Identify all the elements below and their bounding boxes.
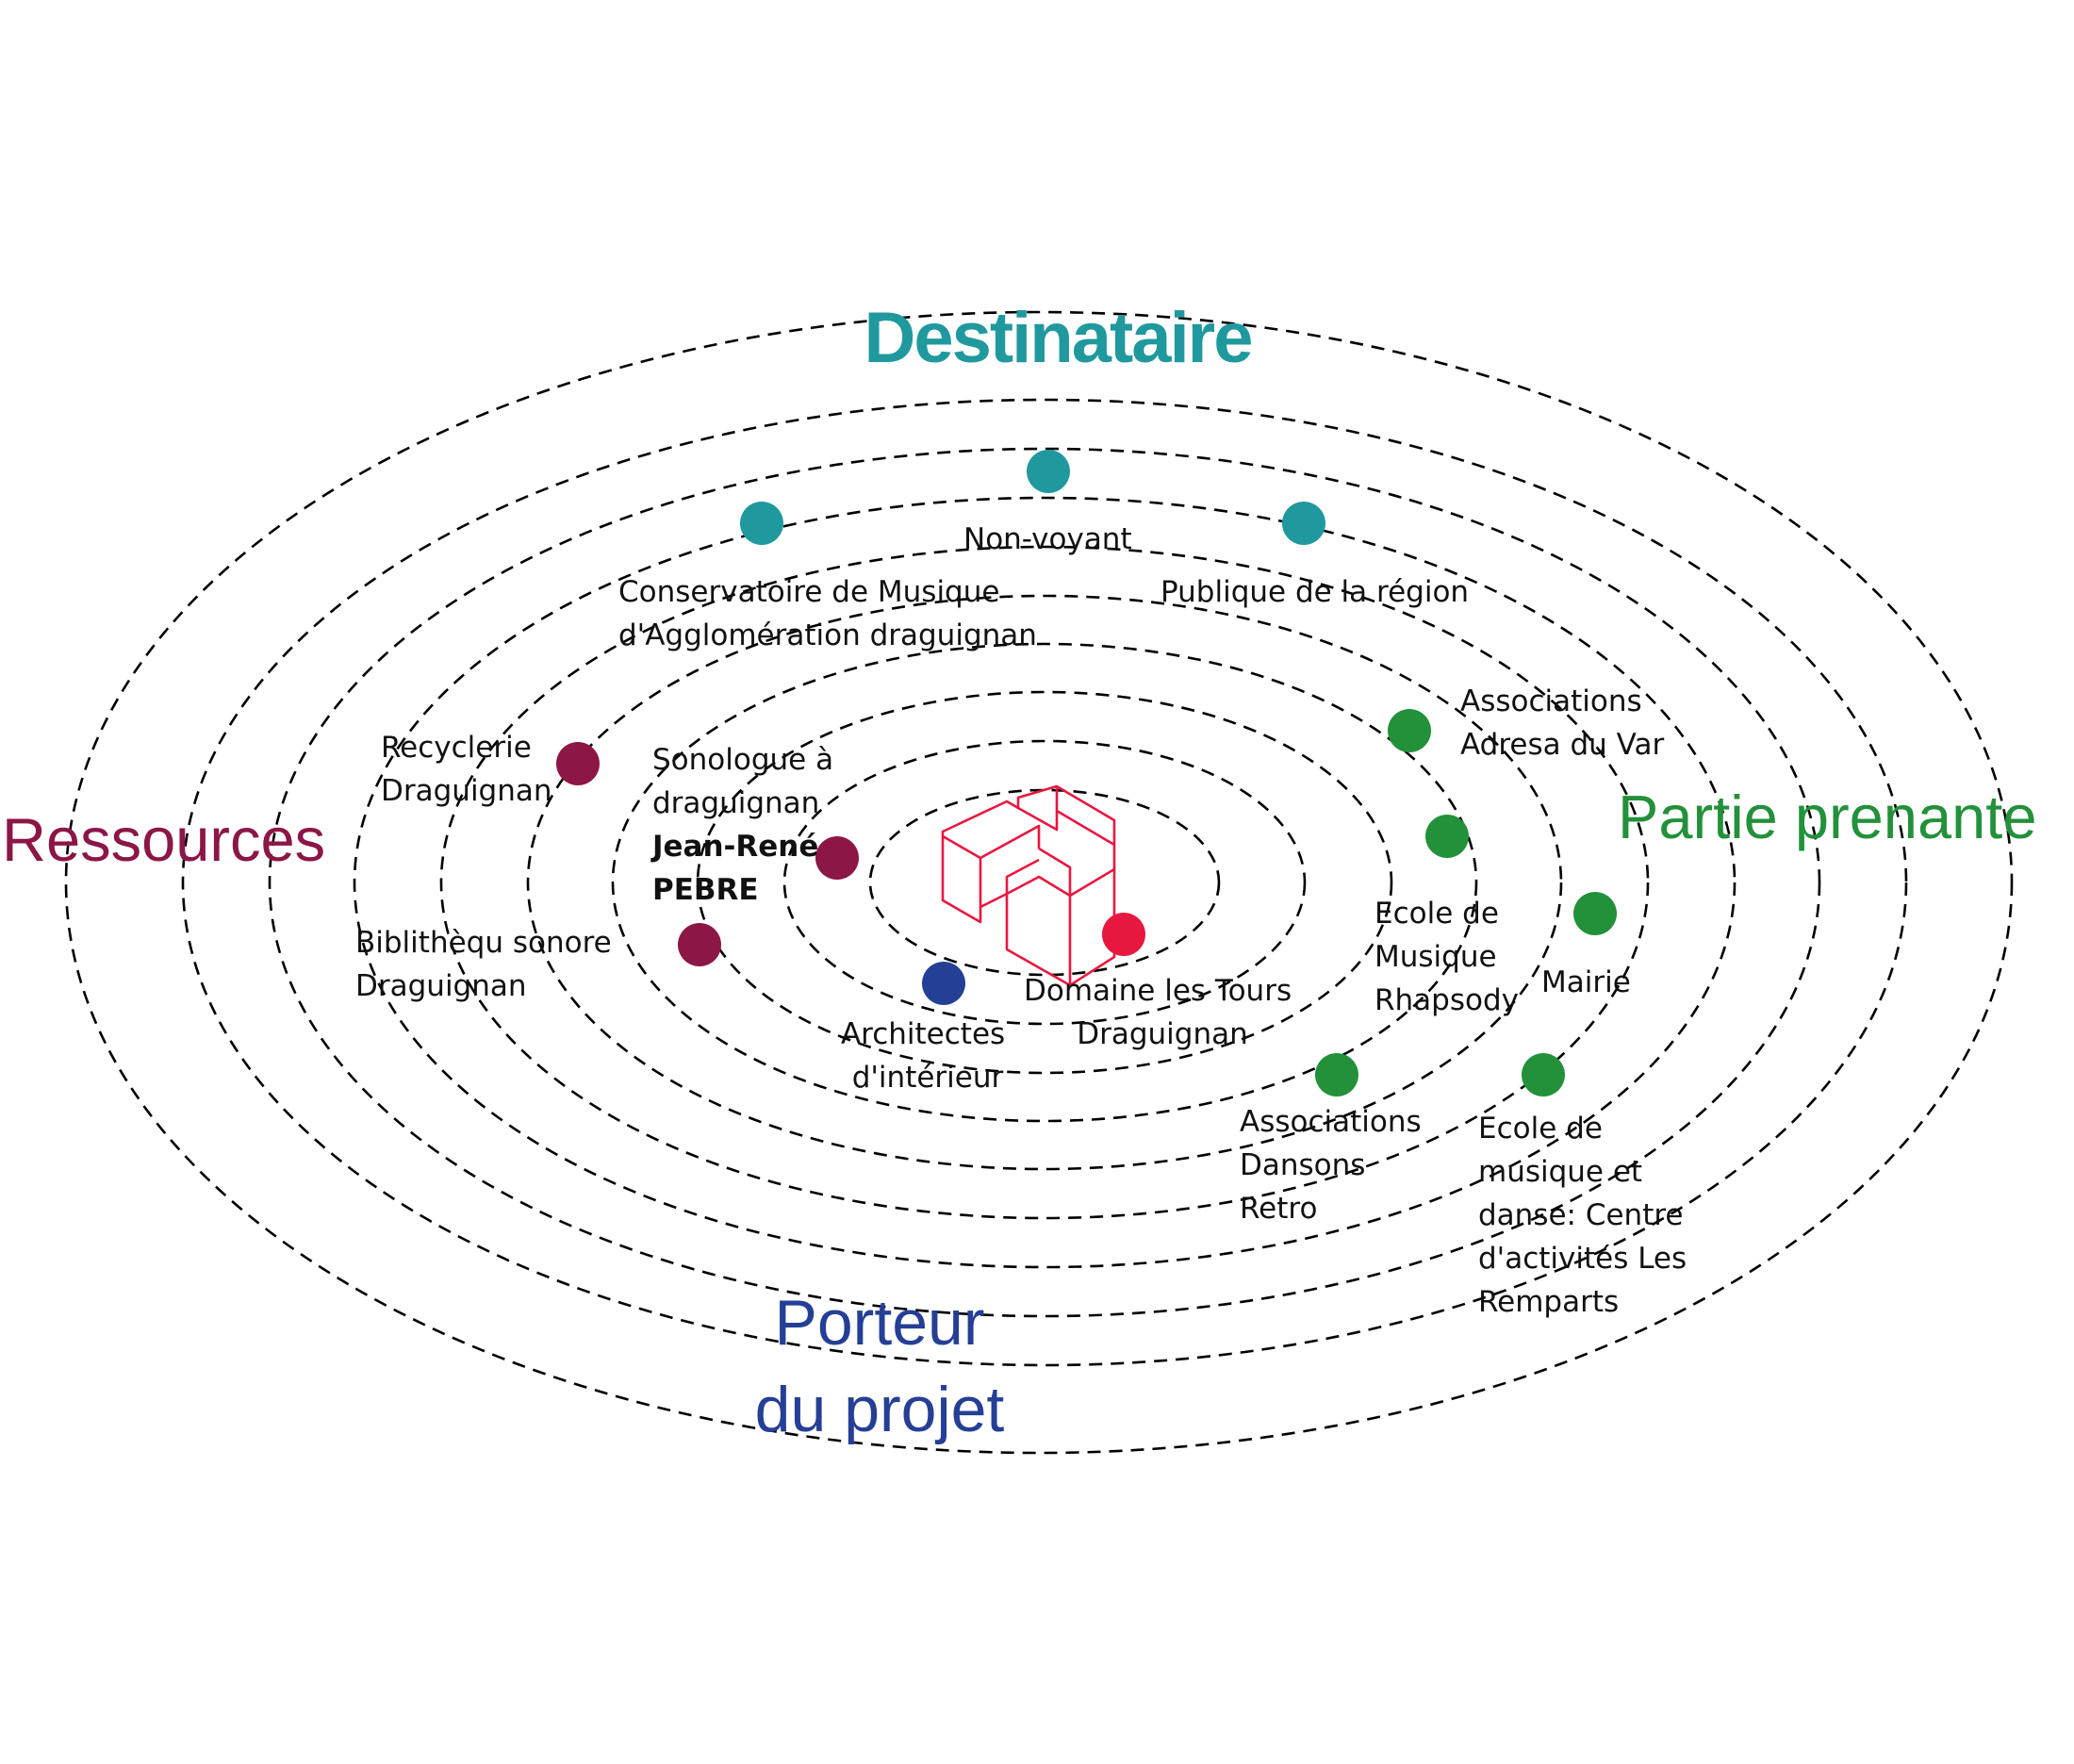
orbit-ring-8: [268, 447, 1821, 1318]
svg-text:Non-voyant: Non-voyant: [963, 522, 1132, 556]
node-label-line: Draguignan: [355, 969, 527, 1003]
orbit-ring-2: [782, 739, 1307, 1026]
orbit-ring-10: [64, 310, 2014, 1455]
svg-text:Architectes d'intérieur: Architectes d'intérieur: [841, 1017, 1014, 1095]
orbit-ring-5: [526, 594, 1563, 1171]
svg-text:Mairie: Mairie: [1541, 965, 1631, 999]
node-rhapsody: Ecole de Musique Rhapsody: [1374, 815, 1519, 1017]
node-label-line: Ecole de: [1478, 1112, 1603, 1146]
node-label-line: Rhapsody: [1374, 983, 1519, 1017]
svg-text:Recyclerie Draguignan: Recyclerie Draguignan: [381, 731, 552, 808]
node-dot: [740, 502, 783, 545]
svg-text:Ecole de Musique R: Ecole de Musique Rhapsody: [1374, 897, 1519, 1017]
node-domaine: Domaine les Tours Draguignan: [1024, 913, 1301, 1051]
svg-text:Biblithèqu sonore Dragui: Biblithèqu sonore Draguignan: [355, 926, 621, 1003]
node-non-voyant: Non-voyant: [963, 450, 1132, 556]
node-dansons: Associations Dansons Retro: [1240, 1053, 1431, 1226]
node-architectes: Architectes d'intérieur: [841, 962, 1014, 1095]
node-label-line: Adresa du Var: [1460, 728, 1664, 762]
node-label-line: d'Agglomération draguignan: [618, 618, 1037, 652]
orbit-ring-3: [696, 690, 1393, 1075]
node-dot: [1425, 815, 1469, 858]
node-label-line: Draguignan: [381, 774, 552, 808]
node-dot: [1315, 1053, 1358, 1096]
node-label-line: d'intérieur: [852, 1061, 1004, 1095]
node-dot: [1027, 450, 1070, 493]
node-bibliotheque: Biblithèqu sonore Draguignan: [355, 923, 721, 1003]
node-label-line: Non-voyant: [963, 522, 1132, 556]
node-sonologue: Sonologue à draguignan Jean-René PEBRE: [650, 743, 859, 907]
svg-text:Conservatoire de Musique: Conservatoire de Musique d'Agglomération…: [618, 575, 1037, 652]
svg-text:Sonologue à draguignan: Sonologue à draguignan Jean-René PEBRE: [650, 743, 843, 907]
orbit-rings: [64, 310, 2014, 1455]
svg-text:Associations Adresa du V: Associations Adresa du Var: [1460, 684, 1664, 762]
node-label-line: draguignan: [652, 786, 819, 820]
node-label-line: Musique: [1374, 940, 1497, 974]
node-label-line: Associations: [1460, 684, 1642, 718]
node-conservatoire: Conservatoire de Musique d'Agglomération…: [618, 502, 1037, 652]
node-label-line: Biblithèqu sonore: [355, 926, 612, 960]
node-label-line: Sonologue à: [652, 743, 833, 777]
node-dot: [1388, 709, 1431, 752]
orbit-ring-6: [439, 545, 1650, 1220]
node-publique: Publique de la région: [1160, 502, 1469, 609]
node-label-line: Domaine les Tours: [1024, 974, 1292, 1008]
node-label-bold-line: Jean-René: [650, 830, 818, 864]
node-dot: [1522, 1053, 1565, 1096]
node-remparts: Ecole de musique et danse: Centre d'acti…: [1478, 1053, 1696, 1319]
node-dot: [1573, 892, 1617, 935]
svg-text:Associations Dansons: Associations Dansons Retro: [1240, 1105, 1431, 1226]
orbit-ring-9: [181, 398, 1908, 1367]
node-mairie: Mairie: [1541, 892, 1631, 999]
node-adresa: Associations Adresa du Var: [1388, 684, 1664, 762]
orbit-ring-7: [353, 496, 1737, 1269]
category-porteur-line1: Porteur: [775, 1287, 985, 1359]
node-label-line: Recyclerie: [381, 731, 532, 765]
node-dot: [556, 742, 600, 785]
node-label-line: Retro: [1240, 1192, 1317, 1226]
orbit-ring-4: [611, 642, 1478, 1123]
node-label-line: Architectes: [841, 1017, 1005, 1051]
node-recyclerie: Recyclerie Draguignan: [381, 731, 600, 808]
node-label-line: Mairie: [1541, 965, 1631, 999]
svg-text:Ecole de musique et: Ecole de musique et danse: Centre d'acti…: [1478, 1112, 1696, 1319]
node-label-line: danse: Centre: [1478, 1198, 1684, 1232]
node-label-line: d'activités Les: [1478, 1242, 1687, 1276]
node-label-line: Remparts: [1478, 1285, 1619, 1319]
orbit-ring-1: [868, 788, 1221, 977]
house-logo-icon: [941, 784, 1116, 987]
svg-text:Publique de la région: Publique de la région: [1160, 575, 1469, 609]
node-label-line: Conservatoire de Musique: [618, 575, 999, 609]
node-label-bold-line: PEBRE: [652, 873, 759, 907]
node-label-line: musique et: [1478, 1155, 1642, 1189]
node-dot: [1282, 502, 1325, 545]
svg-text:Domaine les Tours Dragui: Domaine les Tours Draguignan: [1024, 974, 1301, 1051]
category-porteur-line2: du projet: [755, 1374, 1005, 1445]
node-label-line: Dansons: [1240, 1148, 1365, 1182]
node-label-line: Publique de la région: [1160, 575, 1469, 609]
node-dot: [815, 836, 859, 880]
node-dot: [1102, 913, 1145, 956]
node-label-line: Draguignan: [1077, 1017, 1248, 1051]
category-destinataire: Destinataire: [864, 298, 1251, 378]
category-partie-prenante: Partie prenante: [1618, 783, 2036, 851]
node-label-line: Associations: [1240, 1105, 1422, 1139]
category-ressources: Ressources: [2, 805, 325, 874]
node-dot: [678, 923, 721, 966]
node-label-line: Ecole de: [1374, 897, 1499, 931]
node-dot: [922, 962, 965, 1005]
